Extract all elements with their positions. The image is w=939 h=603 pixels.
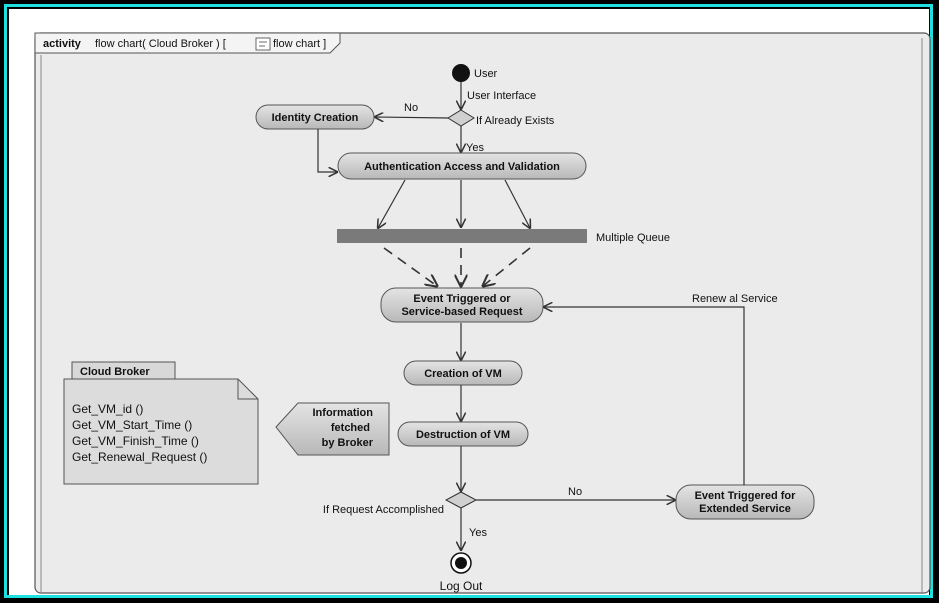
start-label: User (474, 68, 498, 80)
start-node (452, 64, 470, 82)
info-line-3: by Broker (322, 437, 374, 449)
destruction-vm-label: Destruction of VM (416, 429, 510, 441)
info-line-2: fetched (331, 422, 370, 434)
frame-keyword: activity (43, 38, 82, 50)
renewal-service-label: Renew al Service (692, 293, 778, 305)
event-triggered-line-1: Event Triggered or (413, 293, 511, 305)
destruction-vm-node (397, 421, 529, 447)
user-interface-label: User Interface (467, 90, 536, 102)
fork-bar (337, 229, 587, 243)
yes-label-2: Yes (469, 527, 487, 539)
frame-title: flow chart( Cloud Broker ) [ (95, 38, 226, 50)
end-node (450, 552, 472, 574)
extended-line-2: Extended Service (699, 503, 791, 515)
yes-label-1: Yes (466, 142, 484, 154)
authentication-node (337, 152, 587, 180)
frame-title-end: flow chart ] (273, 38, 326, 50)
diagram-icon (255, 37, 271, 51)
cloud-broker-tab: Cloud Broker (80, 366, 150, 378)
event-triggered-line-2: Service-based Request (401, 306, 522, 318)
if-accomplished-label: If Request Accomplished (323, 504, 444, 516)
note-line-2: Get_VM_Start_Time () (72, 418, 192, 432)
cloud-broker-note (63, 361, 259, 485)
authentication-label: Authentication Access and Validation (364, 161, 560, 173)
information-fetched-node (275, 402, 390, 456)
note-line-3: Get_VM_Finish_Time () (72, 434, 199, 448)
identity-creation-node (255, 104, 375, 130)
info-line-1: Information (313, 407, 374, 419)
no-label-2: No (568, 486, 582, 498)
event-triggered-node (380, 287, 544, 323)
if-exists-label: If Already Exists (476, 115, 555, 127)
extended-line-1: Event Triggered for (695, 490, 797, 502)
note-line-4: Get_Renewal_Request () (72, 450, 207, 464)
creation-vm-node (403, 360, 523, 386)
log-out-label: Log Out (440, 579, 483, 593)
extended-service-node (675, 484, 815, 520)
note-line-1: Get_VM_id () (72, 402, 143, 416)
identity-creation-label: Identity Creation (272, 112, 359, 124)
no-label-1: No (404, 102, 418, 114)
creation-vm-label: Creation of VM (424, 368, 502, 380)
multiple-queue-label: Multiple Queue (596, 232, 670, 244)
